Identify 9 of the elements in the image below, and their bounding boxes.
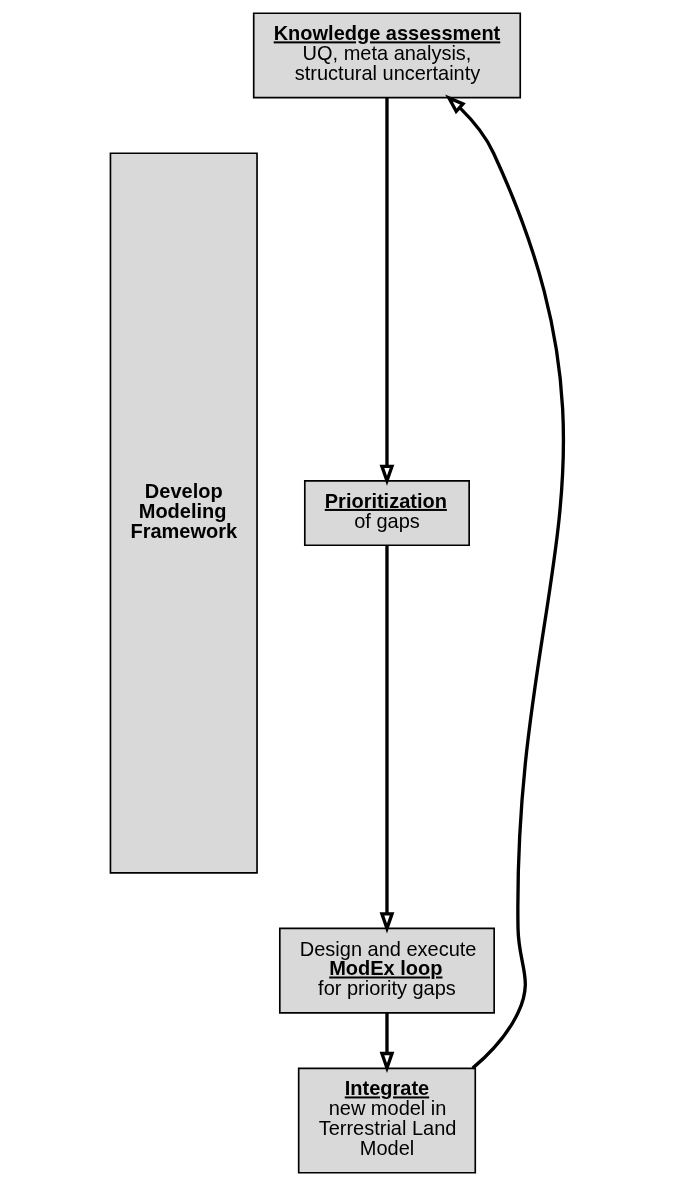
node-box: Develop Modeling Framework [109, 152, 258, 874]
node-box: Knowledge assessment UQ, meta analysis, structural uncertainty [252, 12, 521, 99]
node-box: Prioritization of gaps [303, 480, 470, 547]
arrow [379, 97, 394, 486]
arrow [444, 94, 565, 1070]
arrow [379, 545, 394, 934]
arrow [379, 1012, 394, 1073]
node-box: Integrate new model in Terrestrial Land Model [297, 1067, 476, 1174]
node-box: Design and execute ModEx loop for priority gaps [278, 927, 495, 1014]
